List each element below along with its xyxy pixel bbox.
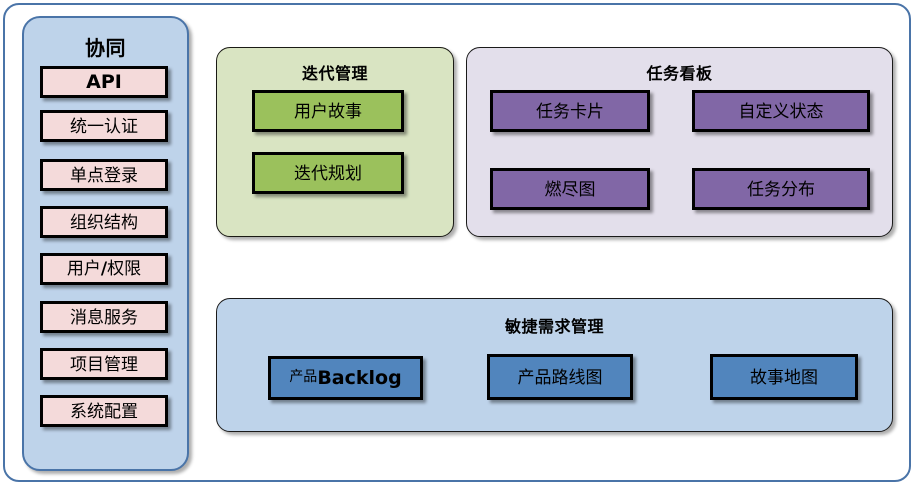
group-title-agile-requirements: 敏捷需求管理	[504, 317, 604, 336]
node-iteration-planning[interactable]: 迭代规划	[252, 152, 404, 194]
node-story-map[interactable]: 故事地图	[710, 354, 858, 400]
node-single-sign-on[interactable]: 单点登录	[40, 159, 168, 191]
node-message-service[interactable]: 消息服务	[40, 301, 168, 333]
node-user-permission[interactable]: 用户/权限	[40, 253, 168, 285]
node-user-story[interactable]: 用户故事	[252, 90, 404, 132]
node-task-distribution[interactable]: 任务分布	[692, 168, 870, 210]
node-api[interactable]: API	[40, 66, 168, 98]
node-org-structure[interactable]: 组织结构	[40, 206, 168, 238]
node-system-config[interactable]: 系统配置	[40, 395, 168, 427]
node-unified-auth[interactable]: 统一认证	[40, 110, 168, 142]
group-title-collaboration: 协同	[85, 36, 126, 60]
group-panel-iteration[interactable]: 迭代管理	[216, 47, 454, 237]
node-project-management[interactable]: 项目管理	[40, 348, 168, 380]
node-custom-status[interactable]: 自定义状态	[692, 90, 870, 132]
node-user-permission-label: 用户/权限	[66, 259, 142, 279]
node-burndown-chart[interactable]: 燃尽图	[490, 168, 650, 210]
node-task-card[interactable]: 任务卡片	[490, 90, 650, 132]
node-product-roadmap[interactable]: 产品路线图	[487, 354, 633, 400]
group-title-iteration: 迭代管理	[301, 64, 368, 83]
group-title-taskboard: 任务看板	[646, 64, 713, 83]
node-product-backlog-cjk: 产品	[289, 370, 318, 385]
node-product-backlog-latin: Backlog	[317, 366, 402, 389]
